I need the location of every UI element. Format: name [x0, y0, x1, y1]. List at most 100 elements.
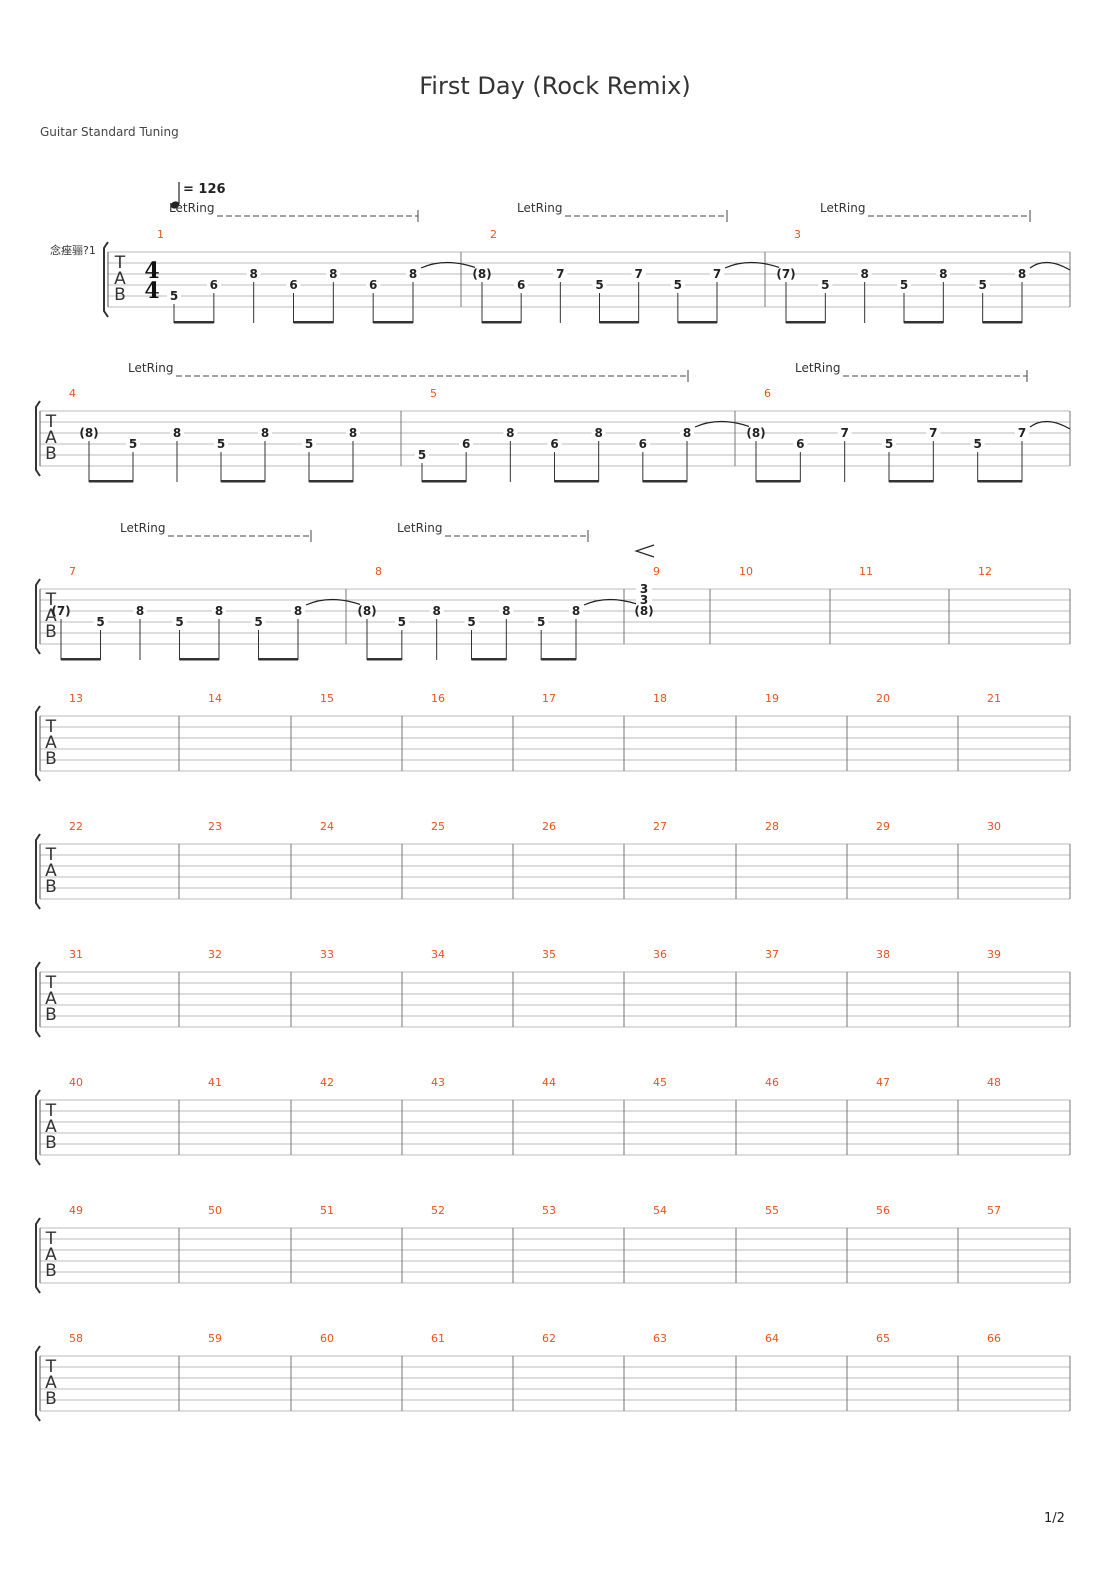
fret-number: 8	[215, 604, 223, 618]
fret-backing	[837, 426, 852, 439]
tab-clef-letter: T	[45, 973, 57, 993]
tab-clef-letter: T	[45, 590, 57, 610]
fret-backing	[631, 267, 646, 280]
beam	[541, 658, 576, 661]
bar-number: 47	[876, 1076, 890, 1089]
fret-backing	[346, 426, 360, 439]
beam	[786, 321, 826, 324]
fret-number: 8	[261, 426, 269, 440]
song-title: First Day (Rock Remix)	[419, 72, 691, 100]
system-bracket	[35, 400, 41, 477]
bar-number: 57	[987, 1204, 1001, 1217]
beam	[482, 321, 522, 324]
fret-number: 8	[939, 267, 947, 281]
bar-number: 60	[320, 1332, 334, 1345]
fret-backing	[680, 426, 694, 439]
fret-backing	[459, 437, 474, 450]
fret-backing	[779, 267, 793, 280]
tab-clef-letter: T	[45, 717, 57, 737]
fret-number: (7)	[776, 267, 795, 281]
bar-number: 22	[69, 820, 83, 833]
fret-number: 5	[821, 278, 829, 292]
fret-number: 5	[537, 615, 545, 629]
beam	[977, 480, 1022, 483]
bar-number: 59	[208, 1332, 222, 1345]
fret-number: (8)	[472, 267, 491, 281]
beam	[982, 321, 1022, 324]
fret-backing	[857, 267, 872, 280]
beam	[756, 480, 801, 483]
fret-number: 8	[506, 426, 514, 440]
let-ring-label: LetRing	[169, 201, 214, 215]
fret-backing	[82, 426, 96, 439]
bar-number: 26	[542, 820, 556, 833]
fret-backing	[126, 437, 140, 450]
bar-number: 28	[765, 820, 779, 833]
bar-number: 42	[320, 1076, 334, 1089]
tie-arc	[1029, 420, 1071, 430]
tablature-score: TAB156868682(8)6757573(7)585858TAB4(8)58…	[35, 182, 1071, 1422]
bar-number: 17	[542, 692, 556, 705]
tab-clef-letter: T	[114, 253, 126, 273]
system-bracket	[35, 961, 41, 1038]
bar-number: 11	[859, 565, 873, 578]
let-ring-label: LetRing	[795, 361, 840, 375]
fret-backing	[793, 437, 808, 450]
fret-number: (8)	[357, 604, 376, 618]
tab-clef-letter: T	[45, 1229, 57, 1249]
tab-clef-letter: B	[45, 1389, 57, 1409]
fret-number: 8	[173, 426, 181, 440]
fret-backing	[286, 278, 301, 291]
beam	[258, 658, 298, 661]
time-signature-bottom: 4	[144, 278, 159, 304]
let-ring-label: LetRing	[128, 361, 173, 375]
fret-backing	[475, 267, 489, 280]
beam	[642, 480, 687, 483]
bar-number: 27	[653, 820, 667, 833]
tab-clef-letter: T	[45, 1357, 57, 1377]
fret-backing	[926, 426, 941, 439]
tab-clef-letter: B	[45, 1261, 57, 1281]
bar-number: 56	[876, 1204, 890, 1217]
fret-backing	[172, 615, 187, 628]
tab-clef-letter: A	[45, 1245, 57, 1265]
bar-number: 52	[431, 1204, 445, 1217]
fret-number: 6	[210, 278, 218, 292]
fret-number: 5	[418, 448, 426, 462]
page-number: 1/2	[1044, 1511, 1065, 1526]
beam	[554, 480, 599, 483]
fret-number: 7	[840, 426, 848, 440]
bar-number: 16	[431, 692, 445, 705]
fret-backing	[882, 437, 896, 450]
fret-backing	[326, 267, 341, 280]
beam	[471, 658, 507, 661]
bar-number: 10	[739, 565, 753, 578]
bar-number: 66	[987, 1332, 1001, 1345]
fret-number: 5	[305, 437, 313, 451]
fret-backing	[212, 604, 226, 617]
beam	[422, 480, 467, 483]
system-bracket	[35, 705, 41, 782]
fret-backing	[499, 604, 514, 617]
fret-number: 6	[639, 437, 647, 451]
bar-number: 38	[876, 948, 890, 961]
bar-number: 49	[69, 1204, 83, 1217]
fret-number: 5	[254, 615, 262, 629]
fret-backing	[547, 437, 562, 450]
fret-backing	[258, 426, 272, 439]
tab-clef-letter: A	[45, 861, 57, 881]
fret-number: 5	[674, 278, 682, 292]
fret-backing	[93, 615, 108, 628]
tab-clef-letter: B	[45, 877, 57, 897]
bar-number: 8	[375, 565, 382, 578]
tuning-label: Guitar Standard Tuning	[40, 125, 179, 139]
system-bracket	[35, 1345, 41, 1422]
bar-number: 3	[794, 228, 801, 241]
fret-number: 5	[978, 278, 986, 292]
bar-number: 25	[431, 820, 445, 833]
bar-number: 61	[431, 1332, 445, 1345]
bar-number: 12	[978, 565, 992, 578]
bar-number: 5	[430, 387, 437, 400]
fret-number: 5	[129, 437, 137, 451]
bar-number: 44	[542, 1076, 556, 1089]
